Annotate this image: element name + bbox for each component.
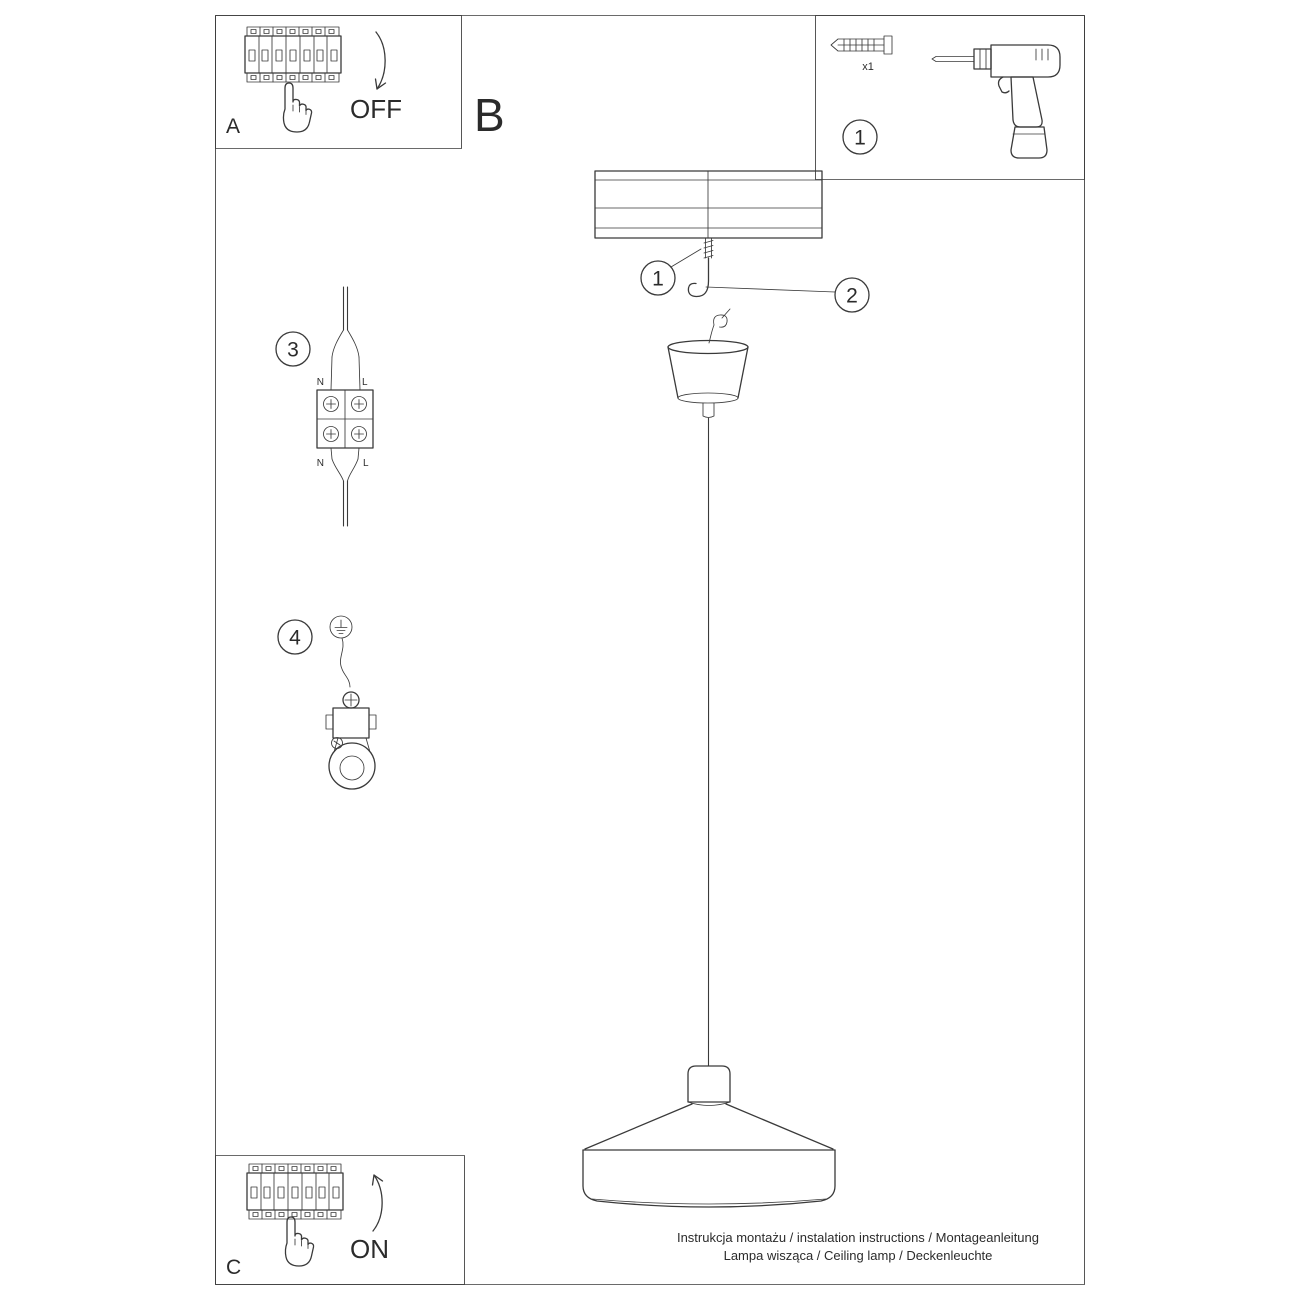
ground-wire — [340, 637, 351, 688]
step-4-number: 4 — [289, 627, 301, 650]
step-4-badge: 4 — [277, 619, 313, 655]
callout-1-number: 1 — [652, 268, 664, 291]
lamp-shade — [582, 1103, 836, 1208]
suspension-cable — [707, 417, 710, 1067]
step-3-number: 3 — [287, 339, 299, 362]
callout-2-leader — [705, 286, 836, 293]
panel-a-border — [215, 15, 462, 149]
step-1-number: 1 — [854, 127, 866, 150]
callout-2-badge: 2 — [705, 277, 870, 313]
footer-line-1: Instrukcja montażu / instalation instruc… — [677, 1230, 1039, 1245]
arrow-down-icon — [374, 31, 387, 90]
tools-panel-border — [815, 15, 1085, 180]
wall-anchor-icon — [830, 35, 893, 55]
anchor-qty-label: x1 — [862, 61, 874, 73]
wire-label-l-top: L — [362, 377, 368, 388]
section-b-label: B — [474, 89, 505, 141]
outer-frame — [215, 15, 1085, 1285]
pendant-lamp — [582, 1065, 836, 1208]
callout-1-leader — [670, 248, 702, 268]
footer-line-2: Lampa wisząca / Ceiling lamp / Deckenleu… — [724, 1248, 993, 1263]
panel-a: OFF A — [215, 15, 462, 149]
arrow-up-icon — [371, 1174, 384, 1232]
ground-terminal-icon — [325, 691, 377, 790]
wire-label-n-bottom: N — [317, 458, 324, 469]
wiring-diagram — [316, 286, 374, 527]
on-label: ON — [350, 1234, 389, 1264]
footer-caption: Instrukcja montażu / instalation instruc… — [677, 1230, 1039, 1263]
step-3-wiring: 3 N L N L — [275, 286, 374, 527]
drill-icon — [931, 44, 1061, 159]
canopy — [667, 308, 749, 418]
off-label: OFF — [350, 94, 402, 124]
callout-2-number: 2 — [846, 285, 858, 308]
step-1-badge: 1 — [842, 119, 878, 155]
step-4-grounding: 4 — [277, 615, 377, 790]
panel-a-label: A — [226, 115, 240, 138]
step-3-badge: 3 — [275, 331, 311, 367]
breaker-panel-icon — [246, 1163, 344, 1220]
panel-c-border — [215, 1155, 465, 1285]
breaker-panel-icon — [244, 26, 342, 83]
pointing-hand-icon — [284, 1216, 315, 1267]
callout-1-badge: 1 — [640, 248, 702, 296]
tools-panel: 1 x1 — [815, 15, 1085, 180]
canopy-hook-icon — [708, 308, 731, 344]
panel-c: ON C — [215, 1155, 465, 1285]
panel-c-label: C — [226, 1256, 241, 1279]
ground-symbol-icon — [329, 615, 353, 639]
pointing-hand-icon — [282, 82, 313, 133]
hook-screw-icon — [687, 237, 714, 298]
wire-label-n-top: N — [317, 377, 324, 388]
wire-label-l-bottom: L — [363, 458, 369, 469]
lamp-socket — [687, 1065, 731, 1106]
ceiling-plate — [594, 170, 823, 239]
